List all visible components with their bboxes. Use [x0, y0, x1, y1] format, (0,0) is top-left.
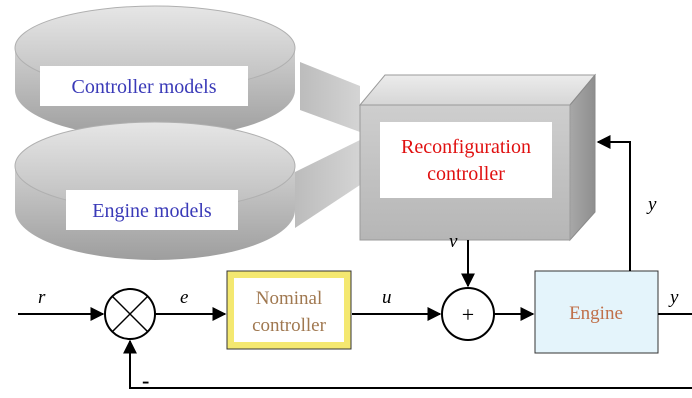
controller-models-store: [14, 5, 360, 138]
y-output-label: y: [668, 287, 679, 308]
nominal-label-line1: Nominal: [256, 288, 323, 309]
error-summing-junction: [104, 288, 156, 340]
nominal-label-line2: controller: [252, 315, 327, 336]
engine-models-label: Engine models: [92, 200, 212, 222]
u-signal-label: u: [382, 287, 392, 308]
reconfiguration-label-line1: Reconfiguration: [401, 136, 531, 158]
signal-lines: [18, 135, 692, 389]
reconfiguration-controller-block: [358, 73, 597, 242]
engine-models-label-box: [66, 190, 238, 230]
negative-feedback-line: [123, 339, 692, 389]
reconfiguration-label-line2: controller: [427, 163, 505, 185]
engine-label: Engine: [569, 303, 623, 324]
r-signal-label: r: [38, 287, 46, 308]
nominal-controller-block: [226, 270, 352, 350]
e-signal-label: e: [180, 287, 188, 308]
plus-sign: +: [462, 302, 474, 327]
y-to-reconfiguration-line: [596, 135, 631, 271]
reconfiguration-label-box: [380, 122, 552, 198]
engine-block: [534, 270, 659, 354]
engine-models-store: [14, 121, 360, 260]
engine-models-funnel: [295, 140, 360, 228]
controller-models-label: Controller models: [72, 76, 217, 98]
minus-sign: -: [142, 368, 149, 393]
controller-models-label-box: [40, 66, 248, 106]
controller-models-funnel: [300, 62, 360, 132]
y-feedback-label: y: [646, 194, 657, 215]
v-signal-label: v: [449, 231, 458, 252]
